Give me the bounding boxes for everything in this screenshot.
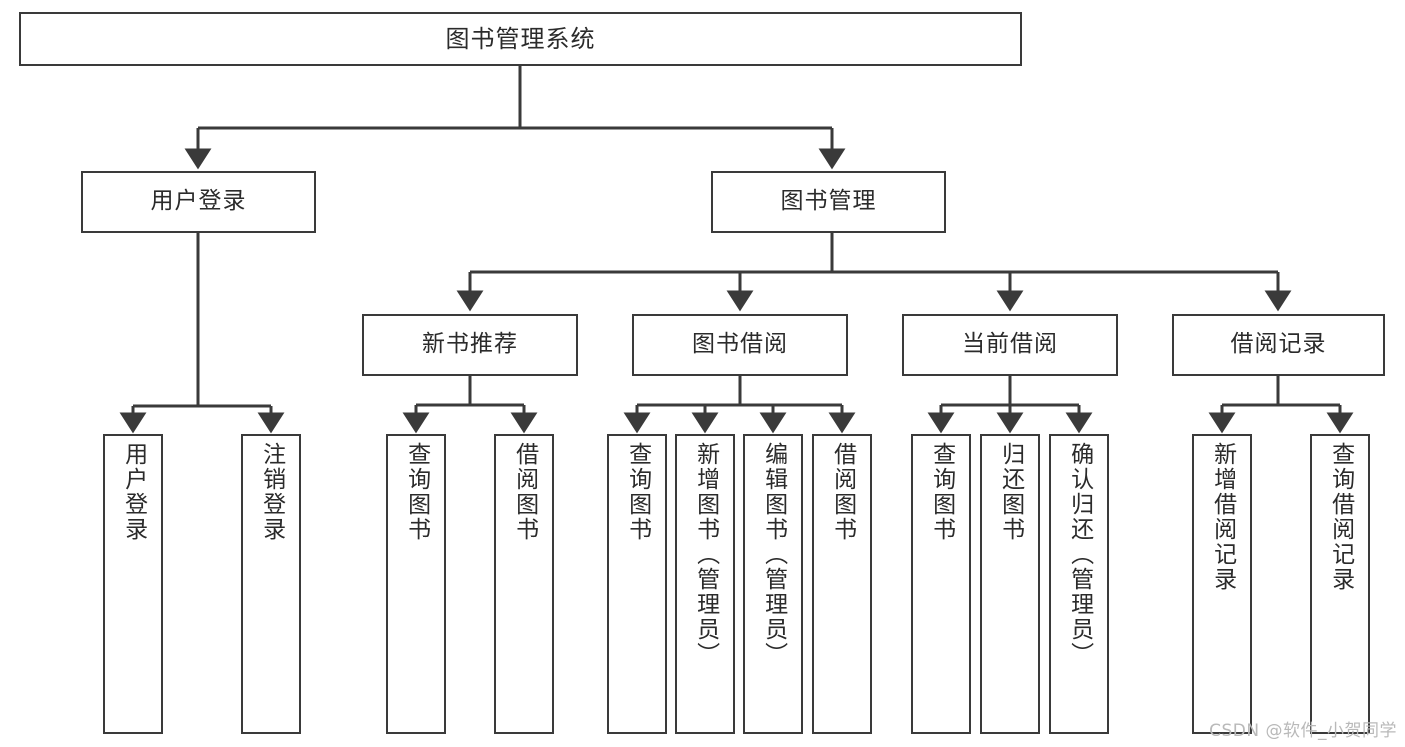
node-borrow-records[interactable]: 借阅记录 xyxy=(1172,314,1385,376)
node-book-borrow[interactable]: 图书借阅 xyxy=(632,314,848,376)
leaf-label: 查询图书 xyxy=(624,442,651,542)
node-current-borrow[interactable]: 当前借阅 xyxy=(902,314,1118,376)
leaf-label: 归还图书 xyxy=(997,442,1024,542)
leaf-add-borrow-record[interactable]: 新增借阅记录 xyxy=(1192,434,1252,734)
leaf-query-borrow-record[interactable]: 查询借阅记录 xyxy=(1310,434,1370,734)
leaf-add-book-admin[interactable]: 新增图书（管理员） xyxy=(675,434,735,734)
leaf-query-book-borrow[interactable]: 查询图书 xyxy=(607,434,667,734)
leaf-label: 查询图书 xyxy=(928,442,955,542)
leaf-label: 注销登录 xyxy=(258,442,285,542)
leaf-query-book-recommend[interactable]: 查询图书 xyxy=(386,434,446,734)
leaf-label: 查询借阅记录 xyxy=(1327,442,1354,592)
node-book-management[interactable]: 图书管理 xyxy=(711,171,946,233)
leaf-label: 借阅图书 xyxy=(511,442,538,542)
leaf-label: 新增图书（管理员） xyxy=(692,442,719,667)
leaf-borrow-book-recommend[interactable]: 借阅图书 xyxy=(494,434,554,734)
node-user-login[interactable]: 用户登录 xyxy=(81,171,316,233)
node-root-system[interactable]: 图书管理系统 xyxy=(19,12,1022,66)
leaf-label: 编辑图书（管理员） xyxy=(760,442,787,667)
leaf-label: 新增借阅记录 xyxy=(1209,442,1236,592)
leaf-label: 确认归还（管理员） xyxy=(1066,442,1093,667)
leaf-borrow-book[interactable]: 借阅图书 xyxy=(812,434,872,734)
leaf-confirm-return-admin[interactable]: 确认归还（管理员） xyxy=(1049,434,1109,734)
leaf-label: 用户登录 xyxy=(120,442,147,542)
leaf-user-login[interactable]: 用户登录 xyxy=(103,434,163,734)
leaf-query-book-current[interactable]: 查询图书 xyxy=(911,434,971,734)
leaf-edit-book-admin[interactable]: 编辑图书（管理员） xyxy=(743,434,803,734)
csdn-watermark: CSDN @软件_小贺同学 xyxy=(1209,721,1397,741)
leaf-logout[interactable]: 注销登录 xyxy=(241,434,301,734)
node-new-book-recommend[interactable]: 新书推荐 xyxy=(362,314,578,376)
leaf-label: 借阅图书 xyxy=(829,442,856,542)
leaf-return-book[interactable]: 归还图书 xyxy=(980,434,1040,734)
leaf-label: 查询图书 xyxy=(403,442,430,542)
